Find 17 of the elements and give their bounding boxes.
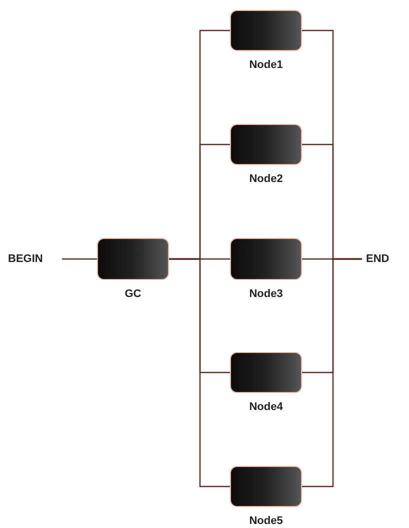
rounded-box — [230, 466, 302, 507]
rounded-box — [230, 238, 302, 280]
rounded-box — [230, 10, 302, 51]
node-label: Node2 — [248, 172, 284, 187]
terminal-label: END — [366, 250, 390, 268]
rounded-box — [230, 352, 302, 393]
connector-line — [169, 258, 230, 488]
rounded-box — [97, 238, 169, 280]
rounded-box — [230, 124, 302, 165]
terminal-label: BEGIN — [8, 250, 43, 268]
node-label: Node5 — [248, 514, 284, 528]
node-label: GC — [124, 287, 142, 302]
node-label: Node3 — [248, 287, 284, 302]
connector-line — [302, 258, 362, 488]
connector-line — [62, 258, 97, 260]
node-label: Node1 — [248, 58, 284, 73]
node-label: Node4 — [248, 400, 284, 415]
